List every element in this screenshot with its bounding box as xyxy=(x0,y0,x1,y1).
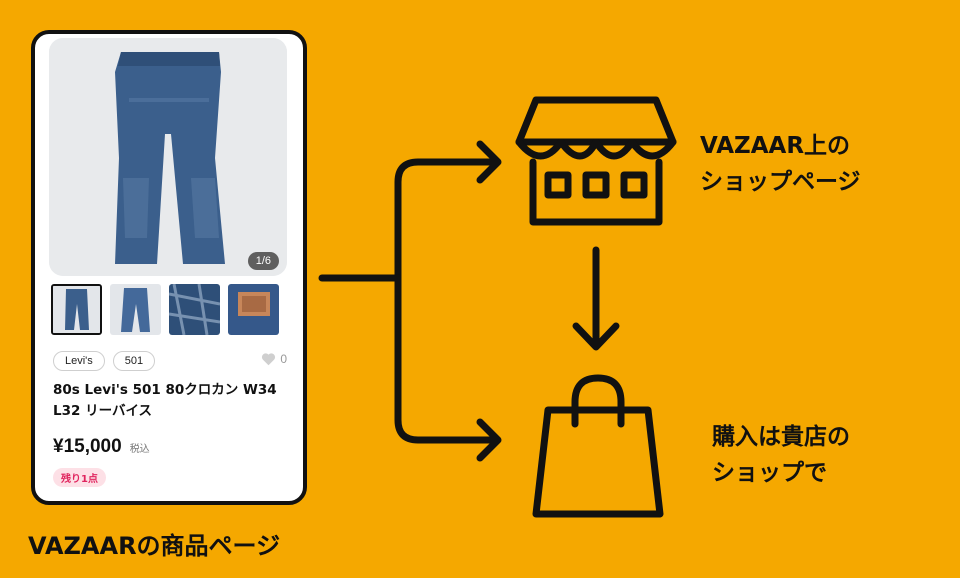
purchase-label: 購入は貴店の ショップで xyxy=(712,419,850,491)
shop-page-label: VAZAAR上の ショップページ xyxy=(700,128,861,200)
like-count: 0 xyxy=(280,352,287,366)
tax-note: 税込 xyxy=(129,444,150,455)
thumbnail-patch[interactable] xyxy=(228,284,279,335)
connector-to-purchase xyxy=(394,274,499,444)
image-counter: 1/6 xyxy=(247,252,279,270)
purchase-label-line2: ショップで xyxy=(712,460,827,486)
store-icon xyxy=(515,96,677,226)
tag-model[interactable]: 501 xyxy=(112,351,156,371)
arrowhead-down xyxy=(572,322,620,351)
price-value: ¥15,000 xyxy=(53,436,122,457)
connector-to-shop xyxy=(394,158,499,282)
arrowhead-to-shop xyxy=(476,140,502,184)
thumbnail-fabric[interactable] xyxy=(169,284,220,335)
price-row: ¥15,000 税込 xyxy=(53,436,150,458)
thumbnail-strip xyxy=(51,284,279,335)
jeans-photo xyxy=(49,38,287,276)
product-page-card: 1/6 Levi's 501 0 80s Levi's 501 80クロカン W… xyxy=(31,30,307,505)
shopping-bag-icon xyxy=(532,374,664,518)
product-title: 80s Levi's 501 80クロカン W34 L32 リーバイス xyxy=(53,382,277,419)
shop-page-label-line1: VAZAAR上の xyxy=(700,133,851,159)
tag-brand[interactable]: Levi's xyxy=(53,351,105,371)
stock-badge: 残り1点 xyxy=(53,468,106,487)
purchase-label-line1: 購入は貴店の xyxy=(712,424,850,450)
heart-icon xyxy=(262,353,276,366)
shop-page-label-line2: ショップページ xyxy=(700,169,861,195)
tag-list: Levi's 501 xyxy=(53,351,156,371)
product-page-caption: VAZAARの商品ページ xyxy=(28,532,281,560)
product-main-image[interactable]: 1/6 xyxy=(49,38,287,276)
arrowhead-to-purchase xyxy=(476,418,502,462)
thumbnail-back[interactable] xyxy=(110,284,161,335)
thumbnail-front[interactable] xyxy=(51,284,102,335)
like-button[interactable]: 0 xyxy=(261,352,287,366)
